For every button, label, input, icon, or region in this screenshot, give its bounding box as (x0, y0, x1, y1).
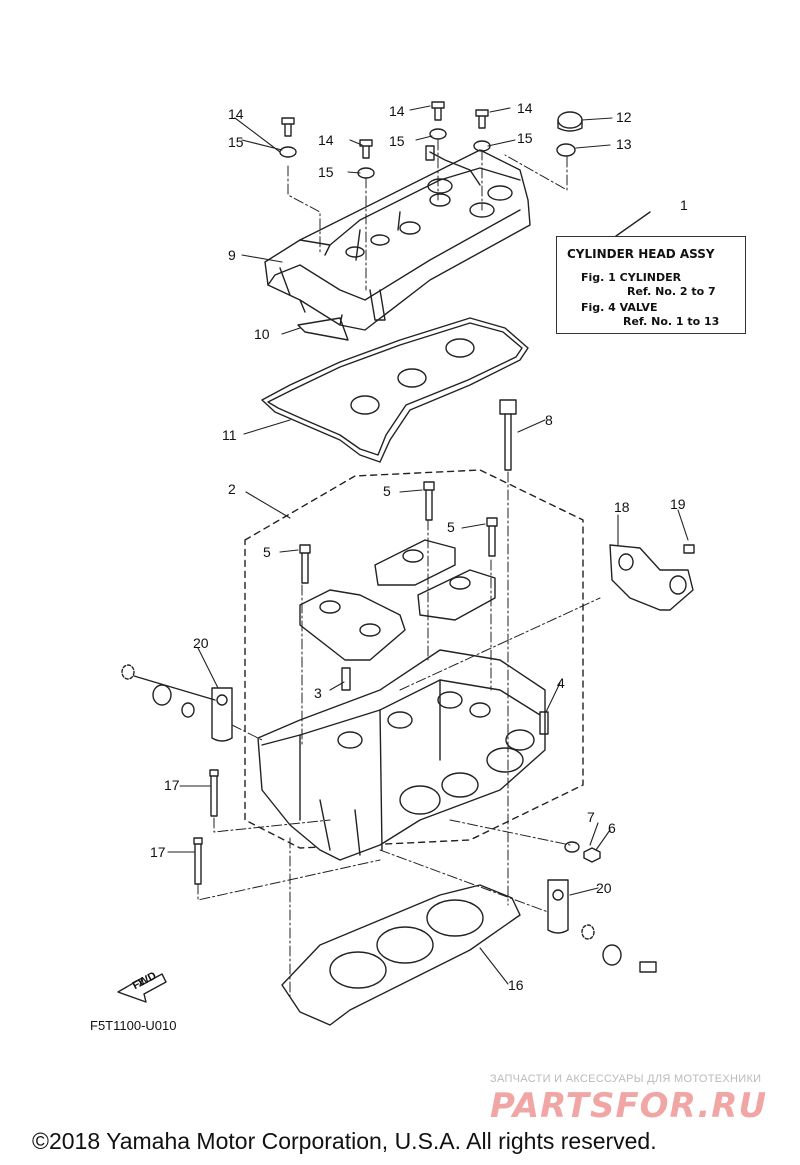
callout-5c: 5 (447, 519, 455, 535)
engine-bracket (609, 544, 695, 611)
callout-1: 1 (680, 197, 688, 213)
watermark-logo: PARTSFOR.RU (490, 1086, 768, 1126)
callout-2: 2 (228, 481, 236, 497)
callout-15b: 15 (318, 164, 334, 180)
watermark-tagline: ЗАПЧАСТИ И АКСЕССУАРЫ ДЛЯ МОТОТЕХНИКИ (490, 1073, 762, 1085)
note-fig4: Fig. 4 VALVE (581, 301, 658, 314)
callout-19: 19 (670, 496, 686, 512)
callout-17a: 17 (164, 777, 180, 793)
copyright-notice: ©2018 Yamaha Motor Corporation, U.S.A. A… (32, 1128, 657, 1154)
callout-13: 13 (616, 136, 632, 152)
callout-15a: 15 (228, 134, 244, 150)
callout-15c: 15 (389, 133, 405, 149)
callout-3: 3 (314, 685, 322, 701)
callout-14a: 14 (228, 106, 244, 122)
cylinder-head (257, 649, 546, 861)
bracket-plate (297, 317, 349, 341)
note-fig4-ref: Ref. No. 1 to 13 (623, 315, 720, 328)
note-title: CYLINDER HEAD ASSY (567, 247, 715, 261)
reference-note-box: CYLINDER HEAD ASSY Fig. 1 CYLINDER Ref. … (556, 236, 746, 334)
callout-11: 11 (222, 427, 237, 443)
callout-14b: 14 (318, 132, 334, 148)
callout-12: 12 (616, 109, 632, 125)
hanger-brackets (121, 664, 657, 973)
callout-4: 4 (557, 675, 565, 691)
note-fig1: Fig. 1 CYLINDER (581, 271, 682, 284)
callout-6: 6 (608, 820, 616, 836)
drawing-code: F5T1100-U010 (90, 1018, 177, 1033)
callout-7: 7 (587, 809, 595, 825)
callout-5b: 5 (383, 483, 391, 499)
fwd-arrow (117, 973, 167, 1003)
callout-14d: 14 (517, 100, 533, 116)
head-cover-gasket (261, 317, 529, 463)
callout-20a: 20 (193, 635, 209, 651)
long-bolt (499, 399, 517, 471)
callout-17b: 17 (150, 844, 166, 860)
callout-18: 18 (614, 499, 630, 515)
camshaft-caps (299, 481, 498, 661)
callout-20b: 20 (596, 880, 612, 896)
callout-10: 10 (254, 326, 270, 342)
callout-8: 8 (545, 412, 553, 428)
cylinder-head-cover (264, 145, 531, 331)
callout-14c: 14 (389, 103, 405, 119)
callout-16: 16 (508, 977, 524, 993)
cylinder-head-outline (244, 469, 584, 849)
head-gasket (281, 884, 521, 1026)
callout-5a: 5 (263, 544, 271, 560)
callout-9: 9 (228, 247, 236, 263)
callout-15d: 15 (517, 130, 533, 146)
note-fig1-ref: Ref. No. 2 to 7 (627, 285, 716, 298)
